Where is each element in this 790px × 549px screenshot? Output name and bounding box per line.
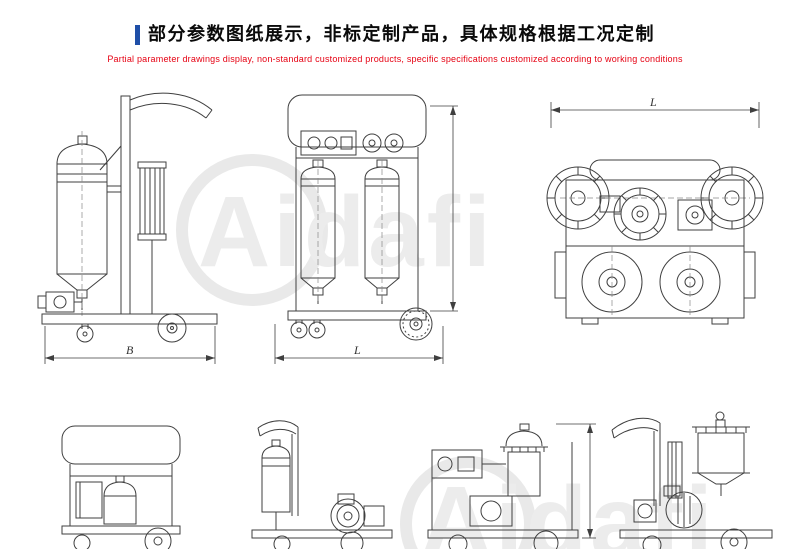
watermark-center: Aidafi — [176, 154, 494, 306]
page-title: 部分参数图纸展示，非标定制产品，具体规格根据工况定制 — [148, 24, 655, 44]
dim-label-rear-l: L — [649, 95, 657, 109]
dimension-front-view-l: L — [274, 324, 444, 364]
dimension-bottom-panel-height — [556, 423, 596, 539]
dim-label-b: B — [126, 343, 134, 357]
drawing-side-view-cart — [37, 92, 218, 343]
title-row: 部分参数图纸展示，非标定制产品，具体规格根据工况定制 — [135, 24, 655, 46]
drawing-bottom-side-cart — [251, 420, 393, 549]
drawing-bottom-side-cart-2 — [611, 411, 773, 549]
drawing-bottom-panel-cart — [427, 423, 579, 549]
title-accent-bar — [135, 24, 140, 45]
dim-label-front-l: L — [353, 343, 361, 357]
watermark-text-bottom: Aidafi — [420, 466, 716, 549]
technical-drawings-canvas: Aidafi Aidafi — [37, 92, 773, 549]
watermark-text-center: Aidafi — [198, 176, 494, 288]
drawing-front-view-cart — [287, 94, 433, 341]
drawing-bottom-front-cart — [61, 425, 181, 549]
header: 部分参数图纸展示，非标定制产品，具体规格根据工况定制 Partial param… — [0, 24, 790, 64]
dimension-side-view-b: B — [44, 326, 216, 364]
page-subtitle: Partial parameter drawings display, non-… — [107, 53, 683, 64]
dimension-front-view-height — [430, 105, 458, 312]
drawing-rear-view-cart — [546, 159, 764, 325]
dimension-rear-view-l: L — [550, 95, 760, 128]
watermark-circle-bottom — [400, 456, 536, 549]
watermark-bottom: Aidafi — [400, 456, 716, 549]
watermark-circle — [176, 154, 328, 306]
